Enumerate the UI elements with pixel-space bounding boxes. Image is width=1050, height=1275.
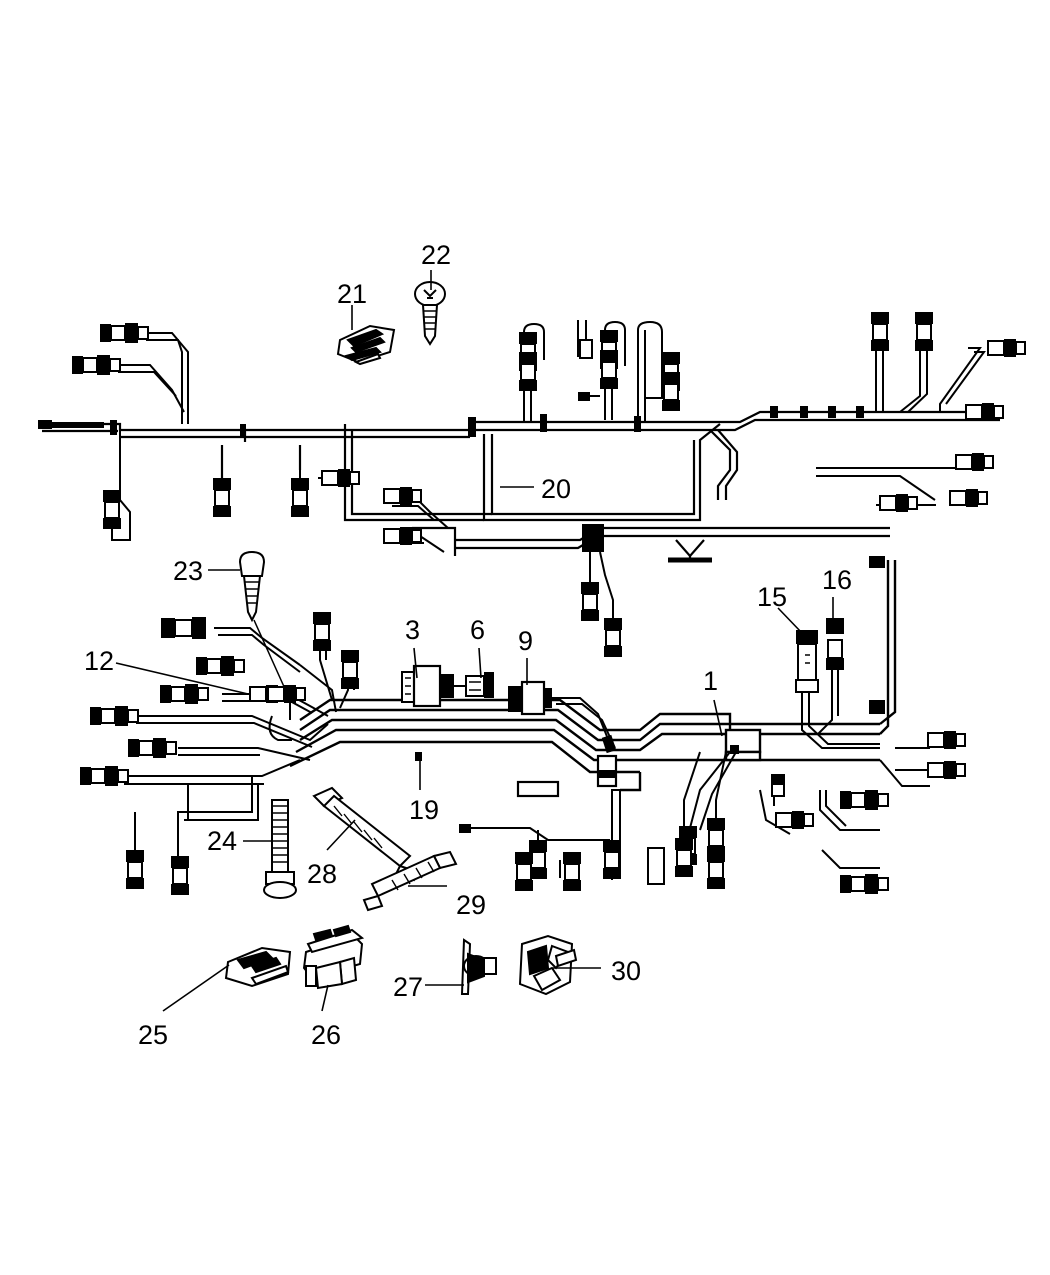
harness-branch-20 — [42, 410, 1000, 563]
component-15 — [795, 630, 880, 749]
callout-19: 19 — [409, 795, 440, 825]
callout-29: 29 — [456, 890, 487, 920]
left-top-connectors — [38, 322, 360, 530]
callout-28: 28 — [307, 859, 338, 889]
callout-30: 30 — [611, 956, 642, 986]
component-9 — [508, 680, 617, 754]
component-6 — [465, 672, 494, 698]
top-right-branch — [816, 340, 990, 506]
part-21-clip — [336, 324, 396, 366]
callout-16: 16 — [822, 565, 853, 595]
callout-6: 6 — [470, 615, 486, 645]
callout-22: 22 — [421, 240, 452, 270]
harness-clips-upper — [110, 406, 864, 552]
component-3 — [401, 664, 470, 708]
right-lower-connectors — [770, 730, 966, 895]
component-16 — [817, 618, 844, 735]
center-drop-branch — [388, 497, 614, 636]
part-23-bolt — [238, 550, 291, 701]
part-25-clip — [224, 946, 292, 988]
callout-23: 23 — [173, 556, 204, 586]
callout-leaders — [115, 270, 834, 1012]
part-30-clip — [518, 934, 578, 996]
callout-3: 3 — [405, 615, 421, 645]
top-center-drops — [523, 320, 663, 422]
part-24-screw — [263, 799, 297, 899]
callout-12: 12 — [84, 646, 115, 676]
left-lower-connectors — [79, 611, 360, 896]
top-center-connectors — [518, 329, 681, 412]
main-harness-blocks — [415, 556, 885, 798]
lower-center-connectors — [459, 817, 726, 892]
callout-25: 25 — [138, 1020, 169, 1050]
callout-1: 1 — [703, 666, 719, 696]
part-27-clip — [460, 938, 497, 995]
callout-21: 21 — [337, 279, 368, 309]
callout-9: 9 — [518, 626, 534, 656]
callout-24: 24 — [207, 826, 238, 856]
callout-15: 15 — [757, 582, 788, 612]
main-harness-19 — [289, 560, 897, 792]
part-26-housing — [302, 924, 365, 990]
part-22-screw — [414, 281, 446, 346]
callout-20: 20 — [541, 474, 572, 504]
callout-26: 26 — [311, 1020, 342, 1050]
callout-27: 27 — [393, 972, 424, 1002]
part-29-strap — [362, 850, 458, 912]
